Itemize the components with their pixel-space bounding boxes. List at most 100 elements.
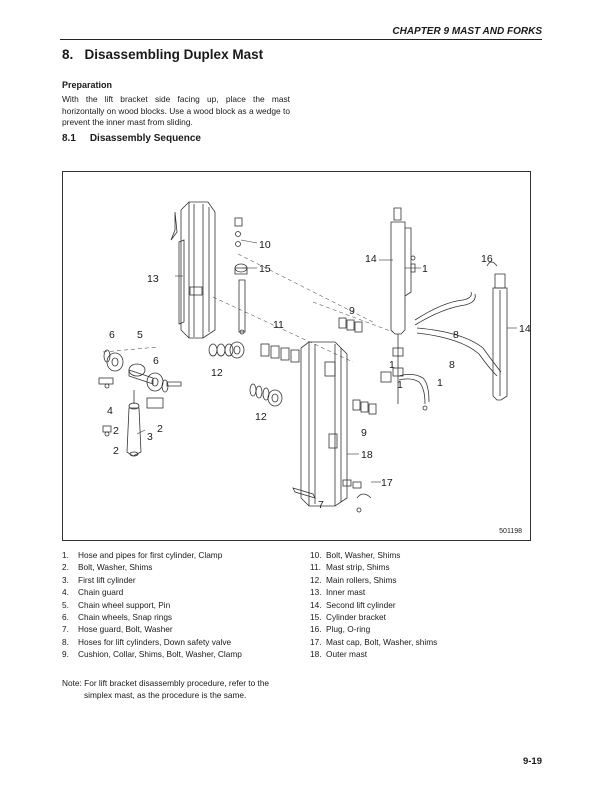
second-lift-cylinder-right-drawing xyxy=(486,261,508,401)
legend-item-text: Hoses for lift cylinders, Down safety va… xyxy=(78,636,232,647)
note-line: Note: For lift bracket disassembly proce… xyxy=(62,678,270,688)
legend-item: 11. Mast strip, Shims xyxy=(310,561,437,573)
chain-guard-drawing xyxy=(166,211,182,387)
outer-mast-drawing xyxy=(292,341,348,507)
legend-item-number: 7. xyxy=(62,624,69,635)
callout-label: 8 xyxy=(453,329,459,341)
callout-label: 1 xyxy=(422,263,428,275)
legend-item-text: Chain wheels, Snap rings xyxy=(78,612,173,623)
inner-mast-drawing xyxy=(178,201,216,339)
legend-item: 8. Hoses for lift cylinders, Down safety … xyxy=(62,636,242,648)
legend-item: 13.Inner mast xyxy=(310,586,437,598)
legend-item: 17. Mast cap, Bolt, Washer, shims xyxy=(310,636,437,648)
legend-item: 6. Chain wheels, Snap rings xyxy=(62,611,242,623)
callout-label: 13 xyxy=(147,273,159,285)
legend-item-number: 9. xyxy=(62,649,69,660)
legend-item-text: Outer mast xyxy=(326,649,368,660)
subsection-title: 8.1 Disassembly Sequence xyxy=(62,133,201,144)
callout-label: 17 xyxy=(381,477,393,489)
legend-item-number: 18. xyxy=(310,649,322,660)
legend-item-number: 11. xyxy=(310,562,321,573)
preparation-text: With the lift bracket side facing up, pl… xyxy=(62,94,290,127)
callout-label: 14 xyxy=(365,253,377,265)
callout-label: 9 xyxy=(361,427,367,439)
callout-label: 2 xyxy=(113,425,119,437)
callout-label: 18 xyxy=(361,449,373,461)
legend-item-text: Bolt, Washer, Shims xyxy=(326,550,401,560)
header-rule xyxy=(60,39,542,40)
figure-id: 501198 xyxy=(499,528,522,535)
callout-label: 16 xyxy=(481,253,493,265)
legend-item: 4. Chain guard xyxy=(62,586,242,598)
legend-item: 16. Plug, O-ring xyxy=(310,623,437,635)
note: Note: For lift bracket disassembly proce… xyxy=(62,677,269,701)
cushion-drawing xyxy=(338,317,377,415)
legend-item-number: 2. xyxy=(62,562,69,573)
callout-label: 15 xyxy=(259,263,271,275)
legend-item-number: 14. xyxy=(310,599,322,610)
legend-item: 18. Outer mast xyxy=(310,648,437,660)
callout-label: 3 xyxy=(147,431,153,443)
legend-item: 5. Chain wheel support, Pin xyxy=(62,599,242,611)
legend-item-text: Bolt, Washer, Shims xyxy=(78,562,153,573)
legend-item-text: Chain wheel support, Pin xyxy=(78,599,171,610)
main-rollers-upper-drawing xyxy=(208,341,245,359)
legend-item: 9.Cushion, Collar, Shims, Bolt, Washer, … xyxy=(62,648,242,660)
callout-label: 1 xyxy=(397,379,403,391)
legend-item-number: 4. xyxy=(62,587,69,598)
legend-item-number: 6. xyxy=(62,612,69,623)
callout-label: 6 xyxy=(109,329,115,341)
section-number: 8. xyxy=(62,47,74,62)
legend-item-number: 8. xyxy=(62,636,69,647)
legend-item-text: Mast cap, Bolt, Washer, shims xyxy=(326,636,438,647)
legend-item-text: Plug, O-ring xyxy=(326,624,371,635)
chain-wheel-drawing xyxy=(103,349,169,393)
legend-item-text: Hose guard, Bolt, Washer xyxy=(78,624,173,635)
callout-label: 1 xyxy=(389,359,395,371)
assembly-guide-lines xyxy=(102,253,394,363)
legend-item-number: 3. xyxy=(62,574,69,585)
legend-item: 15.Cylinder bracket xyxy=(310,611,437,623)
note-line: simplex mast, as the procedure is the sa… xyxy=(84,690,247,700)
legend-item-text: Mast strip, Shims xyxy=(326,562,390,573)
callout-label: 1 xyxy=(437,377,443,389)
callout-label: 11 xyxy=(273,319,284,331)
legend-item-text: Hose and pipes for first cylinder, Clamp xyxy=(78,550,223,560)
legend-item-number: 5. xyxy=(62,599,69,610)
callout-label: 14 xyxy=(519,323,531,335)
parts-legend-left: 1. Hose and pipes for first cylinder, Cla… xyxy=(62,549,242,661)
first-lift-cylinder-drawing xyxy=(98,377,164,457)
legend-item-number: 1. xyxy=(62,550,69,560)
main-rollers-lower-drawing xyxy=(249,383,283,407)
callout-label: 12 xyxy=(255,411,267,423)
legend-item-text: Chain guard xyxy=(78,587,124,598)
legend-item-text: First lift cylinder xyxy=(78,574,136,585)
legend-item-number: 16. xyxy=(310,624,322,635)
section-title-text: Disassembling Duplex Mast xyxy=(84,47,264,62)
chapter-header: CHAPTER 9 MAST AND FORKS xyxy=(392,26,542,37)
legend-item-number: 17. xyxy=(310,636,322,647)
legend-item-text: Cylinder bracket xyxy=(326,612,386,623)
callout-label: 7 xyxy=(318,499,324,511)
legend-item: 10.Bolt, Washer, Shims xyxy=(310,549,437,561)
callout-label: 4 xyxy=(107,405,113,417)
legend-item: 1. Hose and pipes for first cylinder, Cla… xyxy=(62,549,242,561)
callout-numbers: 1 1 1 1 2 2 2 3 4 5 6 6 7 8 8 9 9 10 11 … xyxy=(107,239,531,511)
callout-label: 6 xyxy=(153,355,159,367)
callout-label: 2 xyxy=(157,423,163,435)
callout-label: 2 xyxy=(113,445,119,457)
preparation-heading: Preparation xyxy=(62,80,113,90)
legend-item: 12.Main rollers, Shims xyxy=(310,574,437,586)
callout-label: 12 xyxy=(211,367,223,379)
legend-item-number: 13. xyxy=(310,587,322,598)
callout-label: 9 xyxy=(349,305,355,317)
subsection-number: 8.1 xyxy=(62,133,76,144)
page-number: 9-19 xyxy=(522,756,542,767)
legend-item-text: Main rollers, Shims xyxy=(326,574,397,585)
legend-item: 7. Hose guard, Bolt, Washer xyxy=(62,623,242,635)
legend-item-text: Second lift cylinder xyxy=(326,599,396,610)
subsection-title-text: Disassembly Sequence xyxy=(89,133,201,144)
legend-item: 2. Bolt, Washer, Shims xyxy=(62,561,242,573)
callout-leaders xyxy=(136,239,517,483)
